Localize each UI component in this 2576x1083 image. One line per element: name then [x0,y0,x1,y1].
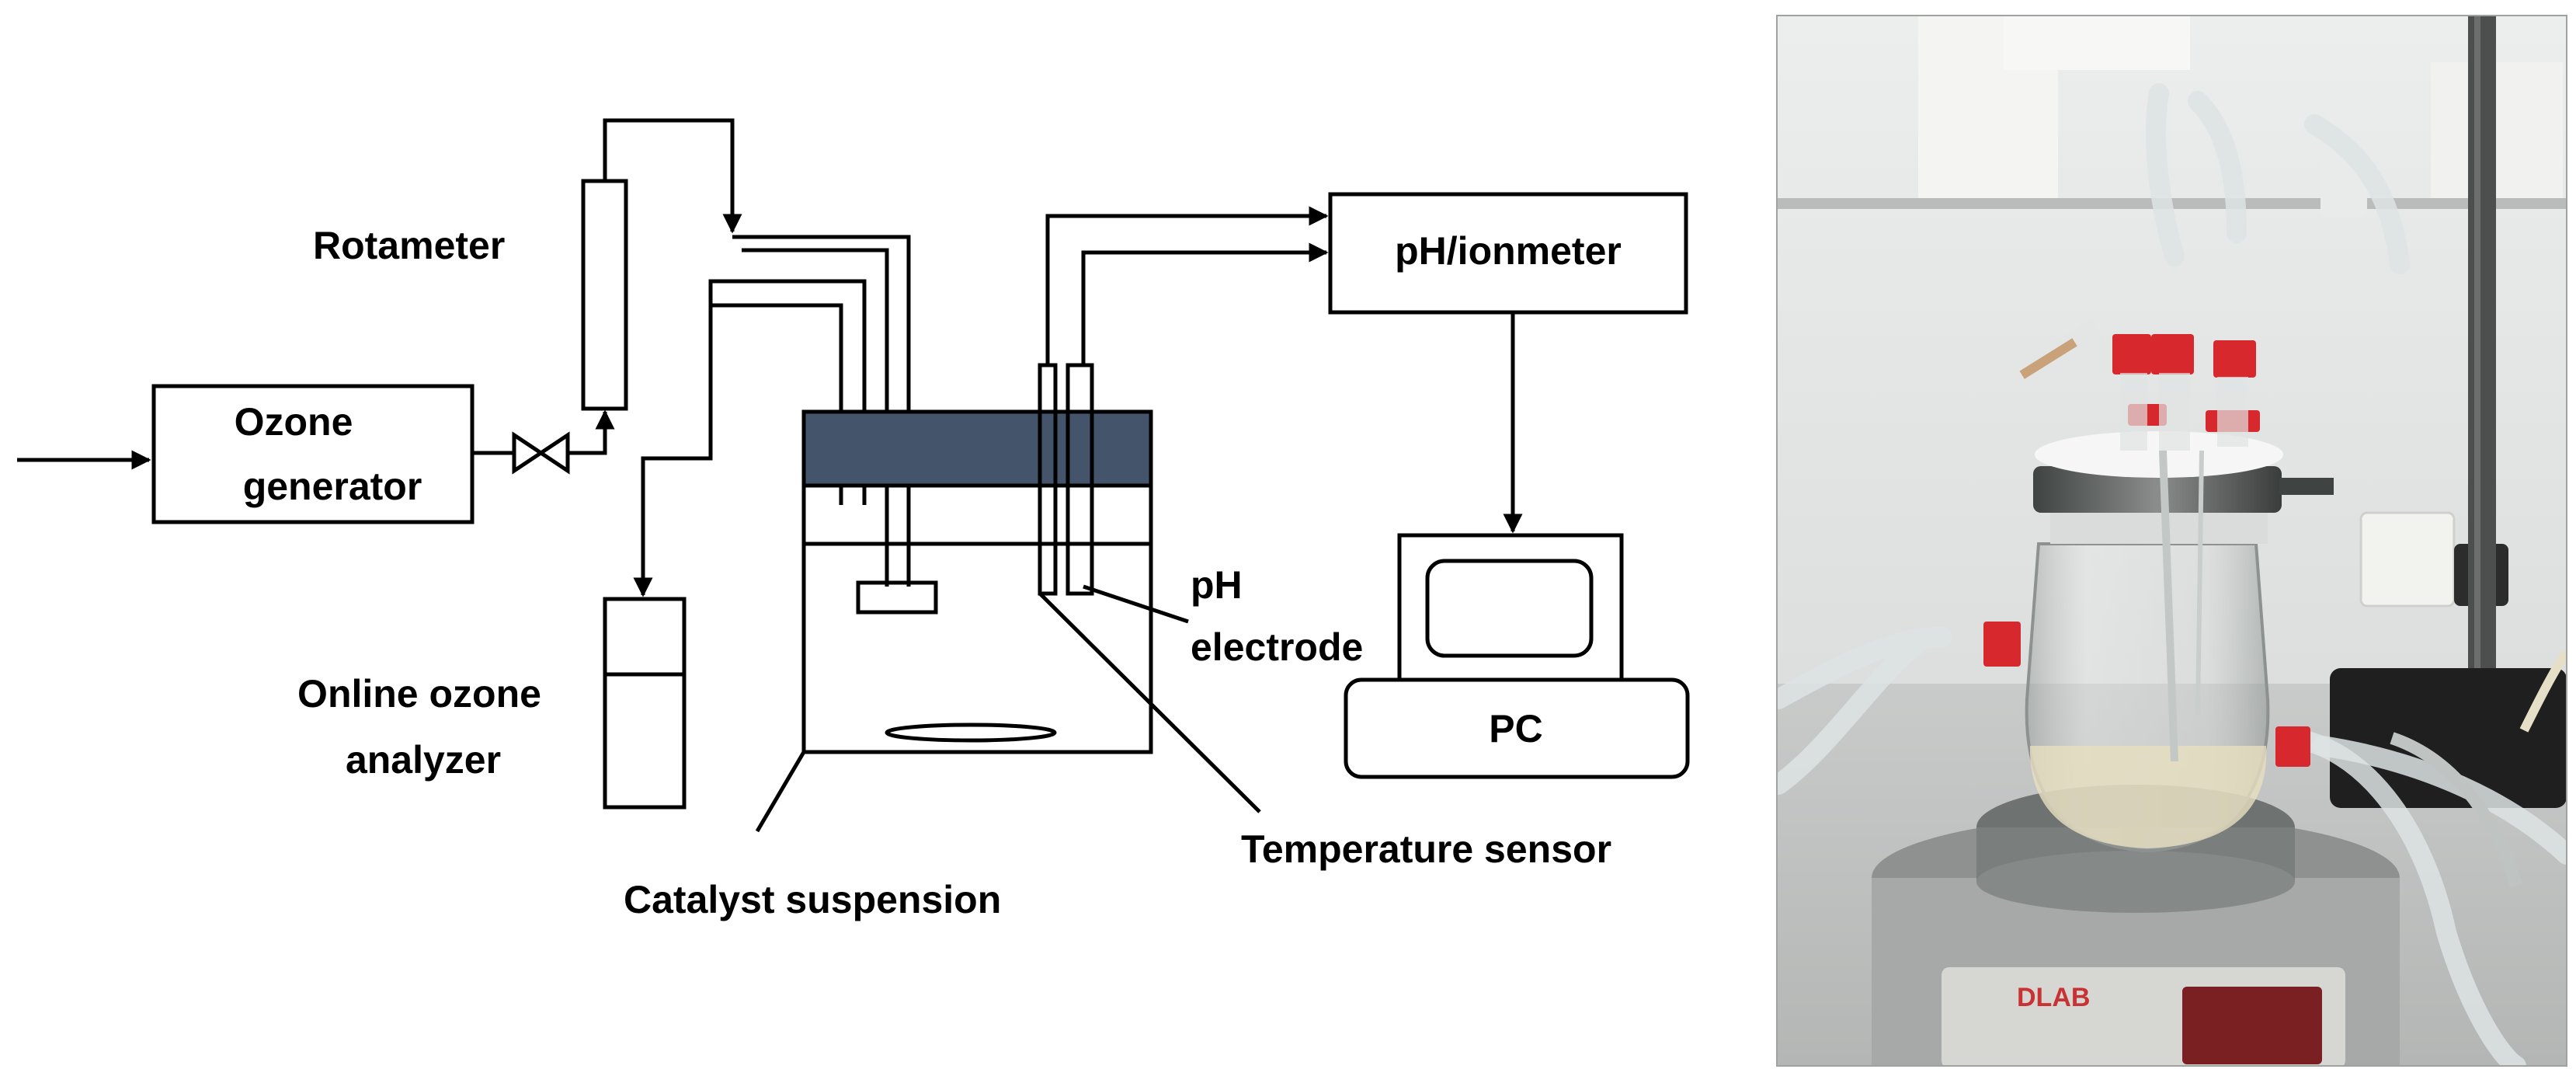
rotameter-outlet-line [603,118,742,234]
catalyst-suspension-label: Catalyst suspension [624,878,1001,921]
pc-monitor [1397,533,1624,682]
ph-electrode-leader [1083,584,1189,624]
offgas-tube-outer [708,279,867,412]
ozone-analyzer-label-1: Online ozone [297,672,541,716]
valve-symbol [512,431,570,475]
pc-label: PC [1489,707,1542,750]
schematic-diagram [17,118,1690,833]
ozone-analyzer-box [603,597,687,810]
reactor-lid [801,409,1153,488]
stir-bar [885,723,1057,743]
ozone-analyzer-label-2: analyzer [346,738,501,782]
ph-electrode-label-1: pH [1191,563,1243,607]
pc-screen [1425,559,1594,658]
gas-diffuser [856,580,938,615]
valve-to-rotameter-line [568,409,615,455]
rotameter-label: Rotameter [313,224,505,267]
ph-electrode-label-2: electrode [1191,625,1363,669]
temperature-sensor-label: Temperature sensor [1241,827,1611,871]
ph-ionmeter-label: pH/ionmeter [1395,229,1622,273]
temperature-signal-line [1045,206,1329,365]
offgas-tube-inner [711,303,843,412]
reactor-photo: DLAB [1776,15,2567,1067]
ozone-generator-label-2: generator [243,465,422,508]
rotameter-tube [581,179,628,411]
stirrer-brand: DLAB [2017,983,2090,1012]
ozone-generator-label-1: Ozone [235,400,353,444]
temperature-sensor-leader [1038,592,1261,813]
pc-base [1344,677,1690,779]
catalyst-suspension-leader [755,750,806,833]
ph-signal-line [1081,242,1329,365]
offgas-to-analyzer-line [633,305,713,597]
ph-probe [1066,363,1094,596]
ph-ionmeter-box [1328,192,1688,315]
